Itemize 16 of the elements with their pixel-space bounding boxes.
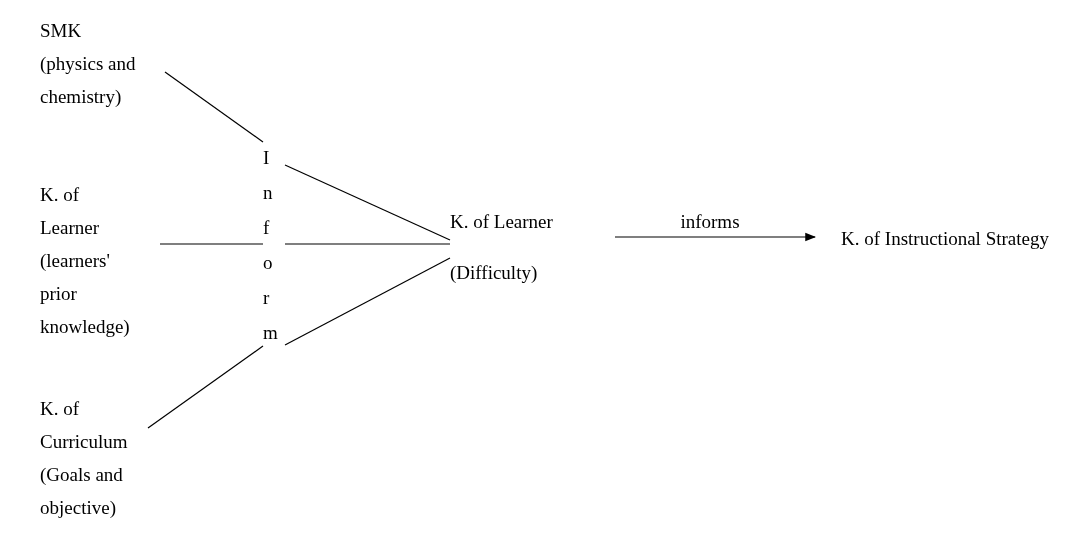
node-text: K. of Learner: [450, 210, 554, 234]
node-text: (learners' prior knowledge): [40, 249, 131, 339]
node-text: K. of Instructional Strategy: [840, 227, 1050, 251]
node-text: K. of Learner: [40, 183, 101, 240]
vertical-text: Inform: [263, 146, 278, 345]
connector-line: [284, 164, 451, 241]
node-text: (physics and chemistry): [40, 52, 137, 109]
connector-line: [284, 257, 451, 346]
node-text: (Difficulty): [450, 261, 539, 285]
connector-line: [284, 243, 451, 245]
connector-line: [147, 345, 264, 429]
node-text: SMK: [40, 19, 83, 43]
connector-line: [164, 71, 264, 143]
node-text: K. of Curriculum (Goals and objective): [40, 397, 129, 520]
connector-line: [159, 243, 264, 245]
arrow: [614, 232, 817, 242]
